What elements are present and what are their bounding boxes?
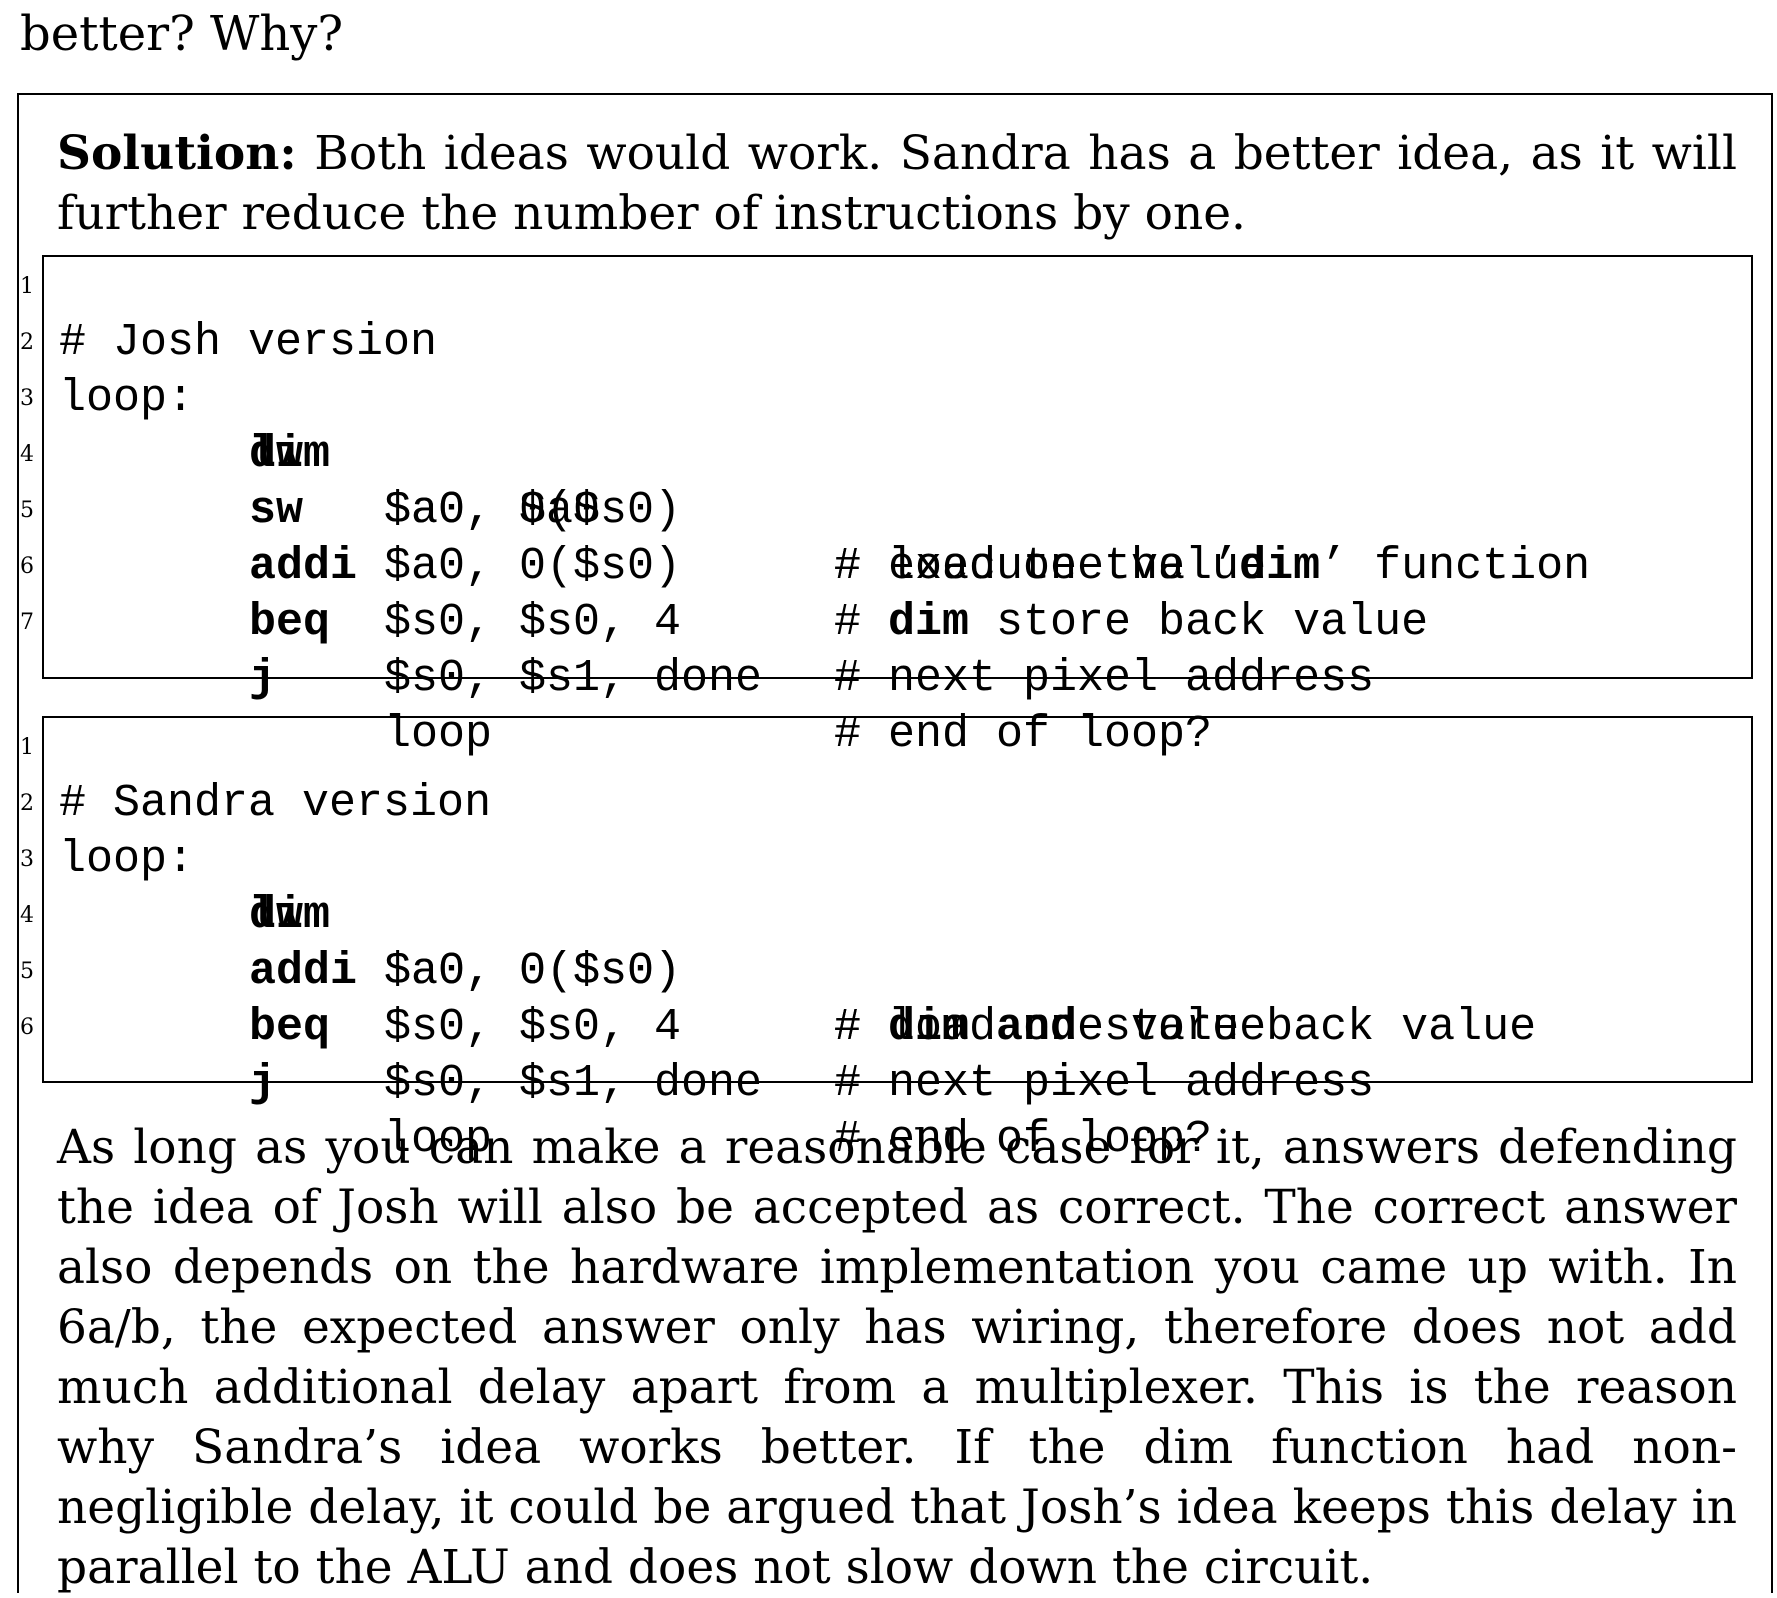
line-number: 1: [20, 274, 34, 299]
code-operands: $s0, $s1, done: [384, 1058, 763, 1109]
line-number: 5: [20, 498, 34, 523]
code-comment: # dim store back value: [834, 595, 1428, 651]
code-opcode: dim: [249, 429, 331, 480]
code-opcode: j: [249, 653, 277, 704]
code-comment: # load one value: [834, 1000, 1266, 1056]
code-operands: $a0, $a0: [384, 485, 601, 536]
code-text: dim $a0, $a0 # execute the ’dim’ functio…: [59, 371, 1590, 651]
code-line: 5 addi $s0, $s0, 4 # next pixel address: [20, 483, 1751, 704]
code-operands: $s0, $s0, 4: [384, 597, 682, 648]
line-number: 3: [20, 847, 34, 872]
comment-text: # next pixel address: [834, 653, 1375, 704]
solution-intro-text: Both ideas would work. Sandra has a bett…: [57, 126, 1737, 241]
solution-intro: Solution: Both ideas would work. Sandra …: [57, 124, 1737, 244]
comment-text: ’ function: [1320, 541, 1591, 592]
code-opcode: lw: [249, 429, 304, 480]
code-label: loop:: [59, 373, 195, 424]
comment-text: # load one value: [834, 541, 1267, 592]
line-number: 3: [20, 386, 34, 411]
sandra-code-listing: 1 # Sandra version 2 loop: lw $a0, 0($s0…: [20, 716, 1753, 1165]
code-comment: # dim and store back value: [834, 1000, 1536, 1056]
code-operands: $s0, $s1, done: [384, 653, 763, 704]
comment-text: # execute the ’: [834, 541, 1240, 592]
code-operands: $a0, 0($s0): [384, 946, 682, 997]
line-number: 6: [20, 1015, 34, 1040]
comment-bold-text: dim: [1239, 541, 1321, 592]
code-opcode: beq: [249, 1002, 331, 1053]
code-text: addi $s0, $s0, 4 # next pixel address: [59, 888, 1374, 1168]
line-number: 2: [20, 791, 34, 816]
code-line: 5 beq $s0, $s1, done # end of loop?: [20, 944, 1751, 1165]
code-text: # Sandra version: [59, 720, 491, 888]
line-number: 5: [20, 959, 34, 984]
code-opcode: addi: [249, 946, 358, 997]
code-line: 6 beq $s0, $s1, done # end of loop?: [20, 539, 1751, 760]
code-label: # Sandra version: [59, 778, 492, 829]
code-line: 1 # Josh version: [20, 259, 1751, 368]
code-operands: $a0, 0($s0): [384, 946, 682, 997]
code-line: 2 loop: lw $a0, 0($s0) # load one value: [20, 776, 1751, 1053]
code-label: loop:: [59, 834, 195, 885]
line-number: 6: [20, 554, 34, 579]
comment-text: #: [834, 1002, 889, 1053]
code-text: loop: lw $a0, 0($s0) # load one value: [59, 776, 1266, 1112]
code-text: loop: lw $a0, 0($s0) # load one value: [59, 315, 1266, 651]
code-operands: $a0, 0($s0): [384, 485, 682, 536]
code-line: 1 # Sandra version: [20, 720, 1751, 829]
comment-bold-text: dim and: [888, 1002, 1078, 1053]
code-opcode: beq: [249, 597, 331, 648]
code-opcode: sw: [249, 485, 304, 536]
josh-code-listing: 1 # Josh version 2 loop: lw $a0, 0($s0) …: [20, 255, 1753, 760]
code-comment: # load one value: [834, 539, 1266, 595]
code-text: j loop: [59, 1000, 492, 1224]
code-text: beq $s0, $s1, done # end of loop?: [59, 944, 1212, 1224]
comment-text: # load one value: [834, 1002, 1267, 1053]
explanation-paragraph: As long as you can make a reasonable cas…: [57, 1120, 1737, 1595]
code-text: addi $s0, $s0, 4 # next pixel address: [59, 483, 1374, 763]
code-text: sw $a0, 0($s0) # dim store back value: [59, 427, 1428, 707]
code-comment: # execute the ’dim’ function: [834, 539, 1590, 595]
comment-text: # end of loop?: [834, 1114, 1213, 1165]
comment-bold-text: dim: [888, 597, 970, 648]
code-operands: $a0, 0($s0): [384, 541, 682, 592]
code-line: 4 sw $a0, 0($s0) # dim store back value: [20, 427, 1751, 648]
code-text: # Josh version: [59, 259, 437, 427]
line-number: 7: [20, 610, 34, 635]
line-number: 2: [20, 330, 34, 355]
code-operands: $s0, $s0, 4: [384, 1002, 682, 1053]
code-text: dim $a0, 0($s0) # dim and store back val…: [59, 832, 1536, 1112]
solution-box: [17, 93, 1773, 1593]
code-opcode: j: [249, 1058, 277, 1109]
comment-text: #: [834, 597, 889, 648]
line-number: 1: [20, 735, 34, 760]
code-line: 3 dim $a0, 0($s0) # dim and store back v…: [20, 832, 1751, 1053]
code-line: 2 loop: lw $a0, 0($s0) # load one value: [20, 315, 1751, 592]
code-label: # Josh version: [59, 317, 438, 368]
code-operands: loop: [384, 1114, 493, 1165]
code-line: 3 dim $a0, $a0 # execute the ’dim’ funct…: [20, 371, 1751, 592]
line-number: 4: [20, 442, 34, 467]
question-tail-text: better? Why?: [20, 6, 344, 62]
comment-text: store back value: [1077, 1002, 1537, 1053]
code-line: 7 j loop: [20, 595, 1751, 760]
code-opcode: lw: [249, 890, 304, 941]
code-line: 4 addi $s0, $s0, 4 # next pixel address: [20, 888, 1751, 1109]
code-comment: # end of loop?: [834, 1112, 1212, 1168]
code-comment: # next pixel address: [834, 651, 1374, 707]
comment-text: store back value: [969, 597, 1429, 648]
solution-lead: Solution:: [57, 126, 297, 181]
comment-text: # next pixel address: [834, 1058, 1375, 1109]
line-number: 4: [20, 903, 34, 928]
code-line: 6 j loop: [20, 1000, 1751, 1165]
code-opcode: dim: [249, 890, 331, 941]
code-opcode: addi: [249, 541, 358, 592]
code-comment: # next pixel address: [834, 1056, 1374, 1112]
